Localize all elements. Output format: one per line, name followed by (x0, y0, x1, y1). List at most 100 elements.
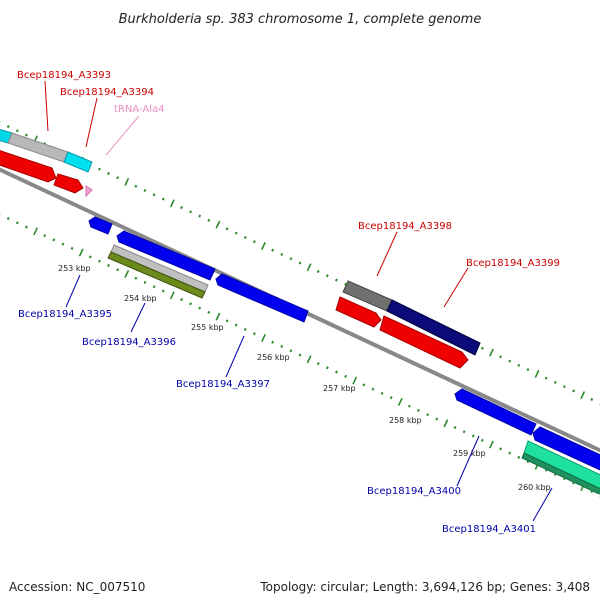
gene-arrow-a3397-blue[interactable] (215, 273, 309, 323)
major-tick (580, 391, 586, 400)
label-leaders (44, 80, 553, 522)
minor-tick (553, 380, 557, 384)
minor-tick (526, 368, 530, 372)
genome-summary: Topology: circular; Length: 3,694,126 bp… (260, 580, 590, 594)
major-tick (169, 199, 175, 208)
trna-ala4-arrow[interactable] (85, 185, 93, 198)
minor-tick (435, 417, 439, 421)
gene-arrow-a3395-blue[interactable] (88, 216, 113, 235)
gene-label-trna-ala4[interactable]: tRNA-Ala4 (114, 104, 164, 115)
major-tick (306, 355, 312, 364)
leader-a3395 (65, 274, 81, 308)
minor-tick (161, 197, 165, 201)
kbp-label: 259 kbp (453, 449, 486, 458)
minor-tick (544, 376, 548, 380)
minor-tick (252, 240, 256, 244)
minor-tick (189, 210, 193, 214)
minor-tick (116, 176, 120, 180)
kbp-label: 258 kbp (389, 416, 422, 425)
major-tick (215, 312, 221, 321)
gene-label-a3395[interactable]: Bcep18194_A3395 (18, 309, 112, 320)
kbp-label: 257 kbp (323, 384, 356, 393)
leader-a3400 (456, 435, 480, 487)
gene-label-a3393[interactable]: Bcep18194_A3393 (17, 70, 111, 81)
minor-tick (198, 214, 202, 218)
major-tick (443, 419, 449, 428)
kbp-label: 260 kbp (518, 483, 551, 492)
major-tick (124, 270, 130, 278)
major-tick (489, 440, 494, 449)
minor-tick (180, 298, 183, 302)
minor-tick (508, 451, 512, 455)
gene-block-a3394-cyan[interactable] (63, 151, 93, 173)
minor-tick (407, 404, 411, 408)
gene-arrow-a3399-red[interactable] (379, 315, 469, 369)
minor-tick (289, 349, 293, 353)
minor-tick (271, 248, 275, 252)
minor-tick (107, 171, 110, 175)
minor-tick (280, 344, 284, 348)
major-tick (78, 248, 84, 257)
major-tick (352, 376, 358, 385)
minor-tick (61, 242, 65, 246)
minor-tick (590, 397, 594, 401)
leader-a3394 (85, 97, 98, 148)
minor-tick (207, 218, 211, 222)
minor-tick (380, 391, 384, 395)
minor-tick (70, 246, 74, 250)
gene-label-a3397[interactable]: Bcep18194_A3397 (176, 379, 270, 390)
minor-tick (499, 447, 503, 451)
map-title: Burkholderia sp. 383 chromosome 1, compl… (119, 12, 482, 27)
gene-label-a3396[interactable]: Bcep18194_A3396 (82, 337, 176, 348)
gene-arrow-a3396-blue[interactable] (116, 230, 216, 281)
minor-tick (207, 310, 211, 314)
gene-label-a3399[interactable]: Bcep18194_A3399 (466, 258, 560, 269)
gene-block-a3401-teal-lower[interactable] (521, 452, 600, 495)
minor-tick (417, 408, 420, 412)
major-tick (489, 348, 494, 357)
minor-tick (6, 217, 10, 221)
minor-tick (389, 396, 393, 400)
minor-tick (280, 252, 284, 256)
gene-label-a3400[interactable]: Bcep18194_A3400 (367, 486, 461, 497)
gene-block-a3396-olive[interactable] (107, 251, 206, 299)
minor-tick (325, 366, 329, 370)
minor-tick (134, 184, 138, 188)
accession-label: Accession: NC_007510 (9, 580, 146, 594)
minor-tick (298, 261, 302, 265)
gene-arrow-a3394-red[interactable] (53, 173, 84, 194)
minor-tick (471, 434, 475, 438)
gene-label-a3398[interactable]: Bcep18194_A3398 (358, 221, 452, 232)
major-tick (306, 263, 312, 272)
minor-tick (243, 235, 247, 239)
gene-label-a3401[interactable]: Bcep18194_A3401 (442, 524, 536, 535)
minor-tick (6, 125, 10, 129)
leader-a3397 (225, 335, 245, 378)
minor-tick (572, 389, 575, 393)
minor-tick (508, 359, 512, 363)
minor-tick (161, 289, 165, 293)
gene-label-a3394[interactable]: Bcep18194_A3394 (60, 87, 154, 98)
gene-block-a3401-teal[interactable] (523, 440, 600, 490)
gene-arrow-a3400-blue[interactable] (454, 388, 537, 436)
minor-tick (499, 355, 503, 359)
minor-tick (480, 438, 484, 442)
kbp-label: 256 kbp (257, 353, 290, 362)
minor-tick (453, 425, 457, 430)
leader-a3393 (44, 80, 49, 132)
gene-block-a3399-navy[interactable] (386, 299, 481, 356)
kbp-labels: 253 kbp 254 kbp 255 kbp 256 kbp 257 kbp … (58, 264, 551, 492)
minor-tick (562, 385, 566, 389)
leader-a3401 (532, 487, 553, 522)
major-tick (261, 333, 266, 342)
major-tick (534, 369, 540, 378)
gene-arrow-a3401-blue[interactable] (532, 426, 600, 471)
minor-tick (517, 455, 521, 459)
minor-tick (344, 282, 348, 286)
minor-tick (234, 231, 238, 235)
gene-arrow-a3393-red[interactable] (0, 149, 57, 183)
gene-labels: Bcep18194_A3393 Bcep18194_A3394 tRNA-Ala… (17, 70, 560, 535)
minor-tick (180, 206, 183, 210)
gene-arrow-a3398-red[interactable] (335, 296, 382, 328)
minor-tick (43, 234, 47, 238)
